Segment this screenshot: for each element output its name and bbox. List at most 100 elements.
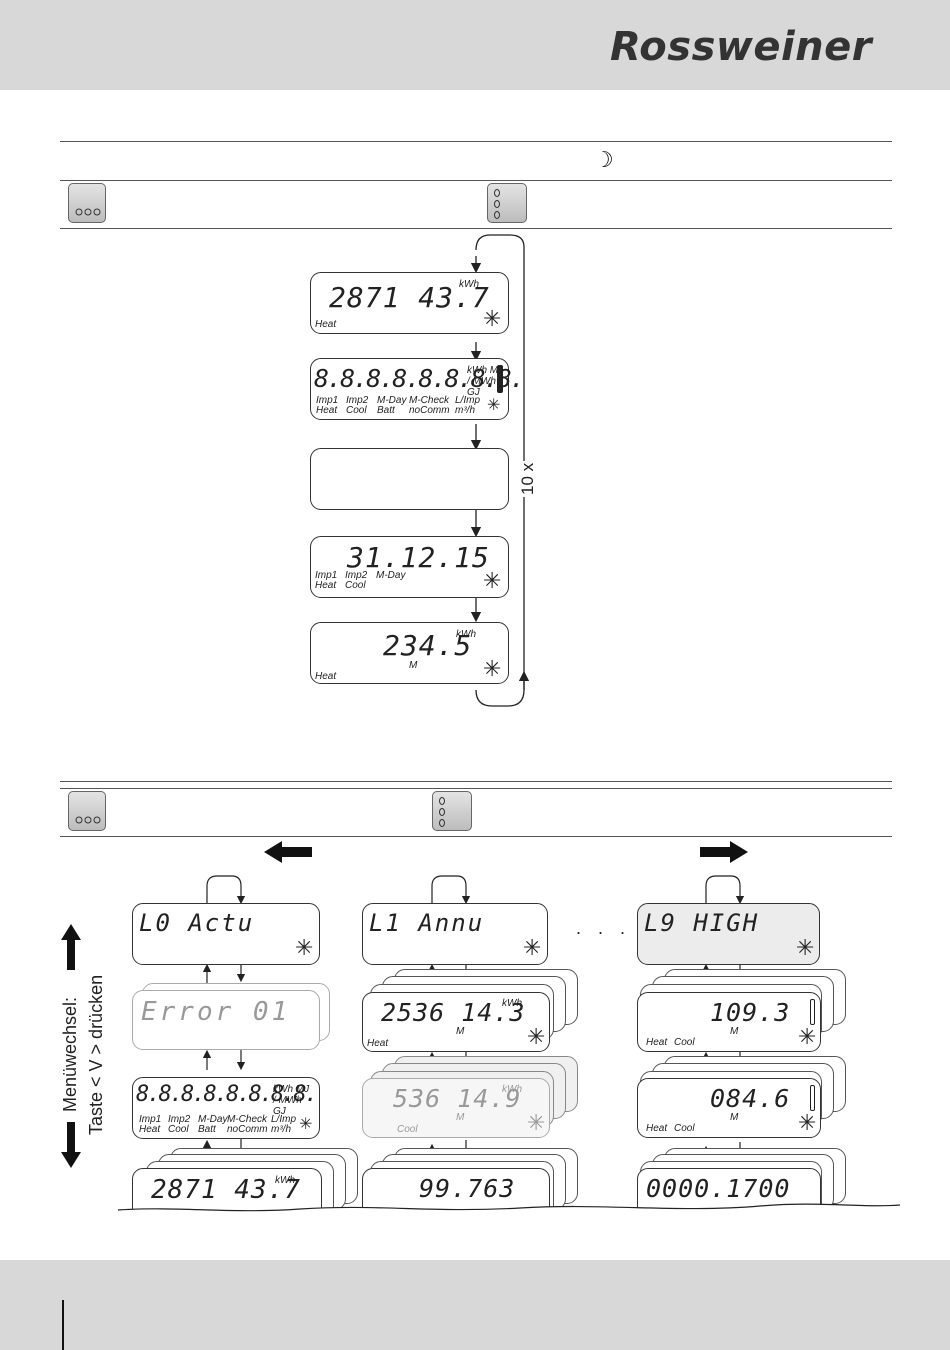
lcd-label: Imp2 xyxy=(168,1114,191,1125)
lcd-unit: kWh xyxy=(275,1175,295,1186)
lcd-digits: Error 01 xyxy=(141,997,291,1027)
lcd-digits: L0 Actu xyxy=(139,909,255,937)
lcd-label: Imp2 xyxy=(346,395,369,406)
sun-icon: ✳ xyxy=(299,1114,313,1133)
lcd-label: M xyxy=(409,660,418,671)
lcd-digits: 31.12.15 xyxy=(347,541,490,574)
lcd-display: 234.5 kWh M Heat ✳ xyxy=(310,622,509,684)
lcd-label: m³/h xyxy=(455,405,475,416)
lcd-unit: kWh MJ / MWh GJ xyxy=(273,1084,310,1117)
lcd-digits: 0000.1700 xyxy=(646,1174,791,1203)
scroll-button-icon[interactable] xyxy=(487,183,527,223)
lcd-label: Cool xyxy=(346,405,367,416)
lcd-label: M xyxy=(730,1026,739,1037)
lcd-display: 0000.1700 xyxy=(637,1168,821,1228)
lcd-label: noComm xyxy=(409,405,450,416)
lcd-label: Cool xyxy=(397,1124,418,1135)
divider xyxy=(60,228,892,229)
sun-icon: ✳ xyxy=(523,936,542,961)
lcd-display: 084.6 M Heat Cool ✳ xyxy=(637,1078,821,1138)
lcd-unit: kWh xyxy=(502,998,522,1009)
sun-icon: ✳ xyxy=(798,1111,817,1136)
lcd-display: 109.3 M Heat Cool ✳ xyxy=(637,992,821,1052)
lcd-label: Heat xyxy=(367,1038,389,1049)
arrow-down-icon xyxy=(61,1122,81,1168)
thermometer-icon xyxy=(497,365,503,393)
lcd-label: Heat xyxy=(315,580,337,591)
sun-icon: ✳ xyxy=(483,307,502,332)
lcd-display: Error 01 xyxy=(132,990,320,1050)
lcd-label: noComm xyxy=(227,1124,268,1135)
lcd-label: m³/h xyxy=(271,1124,291,1135)
lcd-label: Cool xyxy=(168,1124,189,1135)
menu-button-icon[interactable] xyxy=(68,791,106,831)
lcd-label: Heat xyxy=(139,1124,161,1135)
lcd-digits: 109.3 xyxy=(710,998,791,1027)
lcd-digits: 8.8.8.8.8.8.8.8. xyxy=(314,364,525,393)
lcd-digits: 536 14.9 xyxy=(393,1084,522,1113)
lcd-label: M xyxy=(456,1112,465,1123)
lcd-label: L/Imp xyxy=(455,395,481,406)
lcd-label: Heat xyxy=(646,1123,668,1134)
sun-icon: ✳ xyxy=(483,657,502,682)
header-bar xyxy=(0,0,950,90)
divider xyxy=(60,836,892,837)
lcd-digits: 2871 43.7 xyxy=(329,281,490,314)
lcd-label: M xyxy=(730,1112,739,1123)
lcd-label: L/Imp xyxy=(271,1114,297,1125)
lcd-label: Heat xyxy=(316,405,338,416)
divider xyxy=(60,180,892,181)
lcd-label: Cool xyxy=(674,1037,695,1048)
lcd-label: Batt xyxy=(377,405,395,416)
lcd-label: M-Day xyxy=(198,1114,228,1125)
lcd-digits: L1 Annu xyxy=(369,909,485,937)
lcd-label: Imp1 xyxy=(139,1114,162,1125)
brand-logo: Rossweiner xyxy=(609,24,872,70)
lcd-display: 8.8.8.8.8.8.8.8. kWh MJ / MWh GJ Imp1 Im… xyxy=(132,1077,320,1139)
lcd-label: M-Check xyxy=(409,395,450,406)
menu-level-l0: L0 Actu ✳ xyxy=(132,903,320,965)
sun-icon: ✳ xyxy=(796,936,815,961)
sun-icon: ✳ xyxy=(798,1025,817,1050)
lcd-display: 536 14.9 kWh M Cool ✳ xyxy=(362,1078,550,1138)
lcd-display: 2536 14.3 kWh M Heat ✳ xyxy=(362,992,550,1052)
lcd-unit: kWh xyxy=(502,1084,522,1095)
lcd-label: Imp2 xyxy=(345,570,368,581)
lcd-display: 31.12.15 Imp1 Imp2 M-Day Heat Cool ✳ xyxy=(310,536,509,598)
lcd-label: M-Check xyxy=(227,1114,268,1125)
scroll-button-icon[interactable] xyxy=(432,791,472,831)
sun-icon: ✳ xyxy=(295,936,314,961)
menu-level-l9: L9 HIGH ✳ xyxy=(637,903,820,965)
arrow-up-icon xyxy=(61,924,81,970)
footer-rule xyxy=(62,1300,64,1350)
lcd-label: Imp1 xyxy=(316,395,339,406)
divider xyxy=(60,141,892,142)
lcd-label: Heat xyxy=(646,1037,668,1048)
lcd-digits: 234.5 xyxy=(383,629,473,662)
sun-icon: ✳ xyxy=(527,1111,546,1136)
divider xyxy=(60,788,892,789)
lcd-label: M-Day xyxy=(377,395,407,406)
lcd-display-blank xyxy=(310,448,509,510)
lcd-display: 8.8.8.8.8.8.8.8. kWh MJ / MWh GJ Imp1 Im… xyxy=(310,358,525,420)
lcd-label: Cool xyxy=(674,1123,695,1134)
lcd-digits: 99.763 xyxy=(419,1174,516,1203)
lcd-digits: 2871 43.7 xyxy=(151,1175,301,1205)
lcd-digits: L9 HIGH xyxy=(644,909,760,937)
loop-count-label: 10 x xyxy=(518,460,538,497)
lcd-display: 2871 43.7 kWh Heat ✳ xyxy=(310,272,509,334)
menu-level-l1: L1 Annu ✳ xyxy=(362,903,548,965)
lcd-label: Cool xyxy=(345,580,366,591)
thermometer-icon xyxy=(810,1085,815,1111)
lcd-label: Imp1 xyxy=(315,570,338,581)
menu-button-icon[interactable] xyxy=(68,183,106,223)
lcd-label: Heat xyxy=(315,671,337,682)
sun-icon: ✳ xyxy=(483,569,502,594)
lcd-unit: kWh xyxy=(456,629,476,640)
thermometer-icon xyxy=(810,999,815,1025)
lcd-label: Batt xyxy=(198,1124,216,1135)
footer-bar xyxy=(0,1260,950,1350)
arrow-left-icon xyxy=(264,841,312,863)
lcd-label: M xyxy=(456,1026,465,1037)
sun-icon: ✳ xyxy=(527,1025,546,1050)
